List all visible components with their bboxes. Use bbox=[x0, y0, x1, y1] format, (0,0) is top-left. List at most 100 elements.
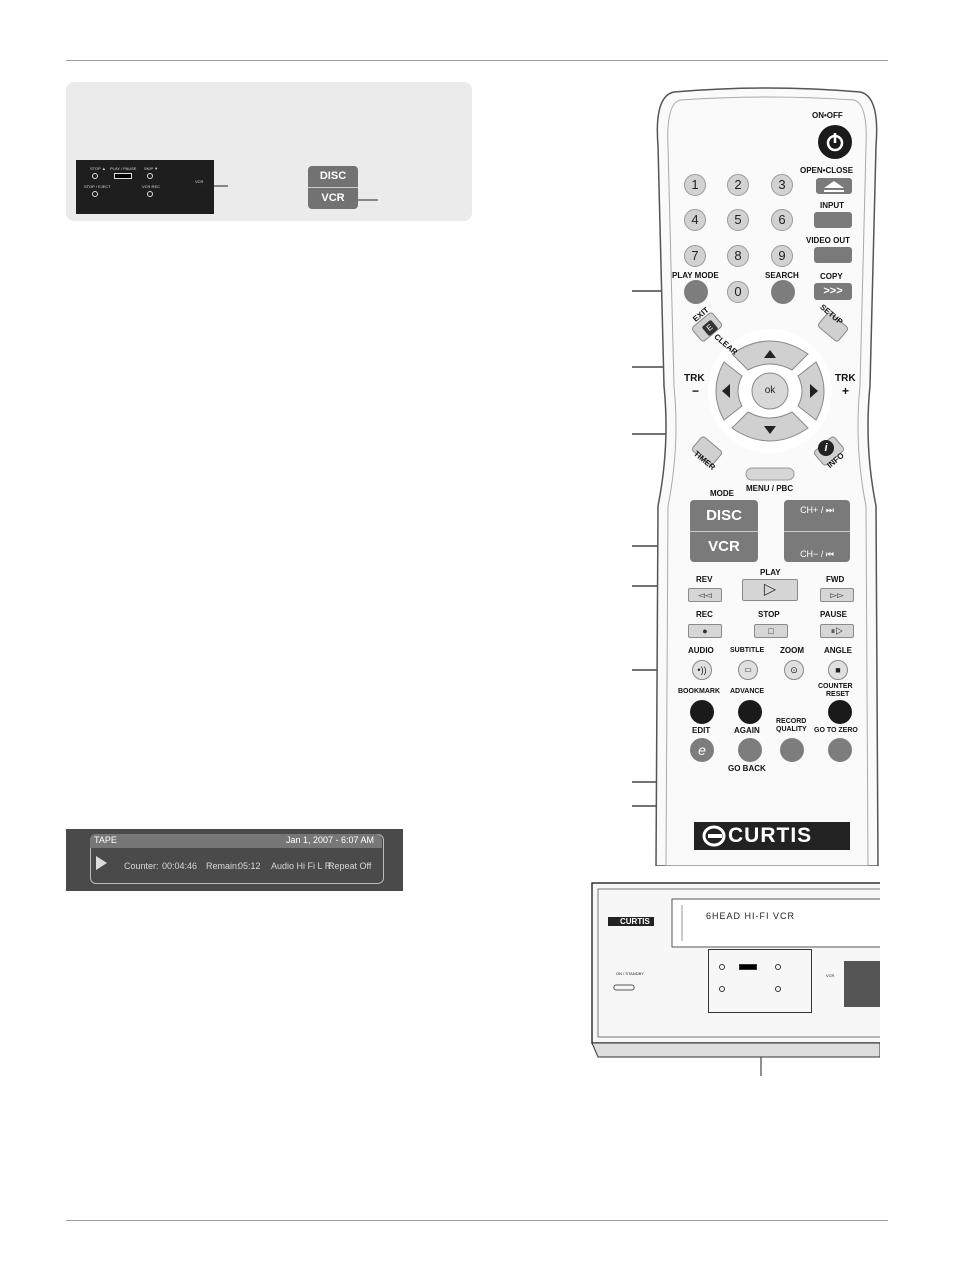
go-to-zero-button[interactable] bbox=[828, 738, 852, 762]
video-out-button[interactable] bbox=[814, 247, 852, 263]
vcr-stop-button[interactable] bbox=[719, 964, 725, 970]
search-label: SEARCH bbox=[765, 271, 799, 280]
again-button[interactable] bbox=[738, 738, 762, 762]
angle-button[interactable]: ■ bbox=[828, 660, 848, 680]
vcr-label: VCR bbox=[321, 192, 345, 204]
input-button[interactable] bbox=[814, 212, 852, 228]
osd-counter-label: Counter: bbox=[124, 861, 159, 871]
bookmark-label: BOOKMARK bbox=[678, 688, 720, 695]
menu-pbc-label: MENU / PBC bbox=[746, 484, 794, 493]
audio-icon: •)) bbox=[697, 665, 707, 675]
edit-label: EDIT bbox=[692, 726, 711, 735]
mini-stop-label: STOP ▲ bbox=[90, 166, 106, 171]
counter-reset-button[interactable] bbox=[828, 700, 852, 724]
vcr-eject-button[interactable] bbox=[719, 986, 725, 992]
subtitle-button[interactable]: ▭ bbox=[738, 660, 758, 680]
disc-vcr-mode-button[interactable]: DISC VCR bbox=[690, 500, 758, 562]
play-label: PLAY bbox=[760, 568, 781, 577]
key-5[interactable]: 5 bbox=[727, 209, 749, 231]
vcr-tape-door-label: 6HEAD HI-FI VCR bbox=[706, 911, 796, 921]
counter-reset-label-line2: RESET bbox=[826, 691, 850, 698]
mode-vcr-label: VCR bbox=[708, 538, 740, 555]
vcr-front-panel: CURTIS 6HEAD HI-FI VCR ON / STANDBY VCR bbox=[590, 881, 880, 1081]
open-close-button[interactable] bbox=[816, 178, 852, 194]
subtitle-label: SUBTITLE bbox=[730, 647, 765, 654]
mini-rec-label: VCR REC bbox=[142, 184, 161, 189]
trk-plus-label: + bbox=[842, 384, 850, 398]
rec-label: REC bbox=[696, 610, 713, 619]
search-button[interactable] bbox=[771, 280, 795, 304]
mode-disc-label: DISC bbox=[706, 507, 742, 524]
bottom-rule bbox=[66, 1220, 888, 1221]
vcr-play-pause-button[interactable] bbox=[739, 964, 757, 970]
fwd-label: FWD bbox=[826, 575, 845, 584]
osd-header bbox=[90, 834, 382, 848]
vcr-control-cluster bbox=[708, 949, 812, 1013]
mode-label: MODE bbox=[710, 489, 734, 498]
channel-button[interactable]: CH+ / ⏭ CH− / ⏮ bbox=[784, 500, 850, 562]
advance-label: ADVANCE bbox=[730, 688, 765, 695]
zoom-label: ZOOM bbox=[780, 646, 804, 655]
bookmark-button[interactable] bbox=[690, 700, 714, 724]
right-button[interactable] bbox=[802, 372, 832, 410]
top-rule bbox=[66, 60, 888, 61]
rec-button[interactable]: ● bbox=[688, 624, 722, 638]
disc-label: DISC bbox=[319, 170, 347, 182]
audio-label: AUDIO bbox=[688, 646, 714, 655]
key-7[interactable]: 7 bbox=[684, 245, 706, 267]
angle-label: ANGLE bbox=[824, 646, 852, 655]
key-8[interactable]: 8 bbox=[727, 245, 749, 267]
osd-play-icon bbox=[96, 856, 107, 870]
fwd-button[interactable]: ▻▻ bbox=[820, 588, 854, 602]
key-0[interactable]: 0 bbox=[727, 281, 749, 303]
stop-button[interactable]: □ bbox=[754, 624, 788, 638]
play-mode-button[interactable] bbox=[684, 280, 708, 304]
trk-left-label: TRK bbox=[684, 373, 705, 384]
osd-audio: Audio Hi Fi L R bbox=[271, 861, 332, 871]
mini-skip-button bbox=[147, 173, 153, 179]
key-1[interactable]: 1 bbox=[684, 174, 706, 196]
counter-reset-label-line1: COUNTER bbox=[818, 683, 853, 690]
key-3[interactable]: 3 bbox=[771, 174, 793, 196]
left-button[interactable] bbox=[710, 372, 740, 410]
copy-button[interactable]: >>> bbox=[814, 283, 852, 300]
camera-icon: ■ bbox=[835, 665, 841, 675]
power-button[interactable] bbox=[818, 125, 852, 159]
down-button[interactable] bbox=[748, 416, 792, 438]
rev-button[interactable]: ◅◅ bbox=[688, 588, 722, 602]
mini-play-button bbox=[114, 173, 132, 179]
mini-eject-label: STOP / EJECT bbox=[84, 184, 111, 189]
pause-button[interactable]: ⏸▷ bbox=[820, 624, 854, 638]
info-button[interactable]: i bbox=[818, 440, 834, 456]
disc-vcr-button-illustration: DISC VCR bbox=[308, 166, 358, 209]
play-mode-label: PLAY MODE bbox=[672, 271, 719, 280]
stop-label: STOP bbox=[758, 610, 780, 619]
key-4[interactable]: 4 bbox=[684, 209, 706, 231]
zoom-button[interactable]: ⊙ bbox=[784, 660, 804, 680]
record-quality-label-line2: QUALITY bbox=[776, 726, 807, 733]
up-button[interactable] bbox=[748, 346, 792, 368]
osd-counter-value: 00:04:46 bbox=[162, 861, 198, 871]
audio-button[interactable]: •)) bbox=[692, 660, 712, 680]
vcr-skip-button[interactable] bbox=[775, 964, 781, 970]
advance-button[interactable] bbox=[738, 700, 762, 724]
zoom-icon: ⊙ bbox=[790, 665, 798, 675]
record-quality-button[interactable] bbox=[780, 738, 804, 762]
osd-repeat: Repeat Off bbox=[328, 861, 372, 871]
ok-button[interactable]: ok bbox=[764, 385, 776, 396]
again-label: AGAIN bbox=[734, 726, 760, 735]
front-panel-thumbnail: STOP ▲ PLAY / PAUSE SKIP ▼ STOP / EJECT … bbox=[76, 160, 214, 214]
key-2[interactable]: 2 bbox=[727, 174, 749, 196]
on-off-label: ON•OFF bbox=[812, 111, 843, 120]
key-6[interactable]: 6 bbox=[771, 209, 793, 231]
power-icon bbox=[826, 133, 844, 152]
vcr-rec-button[interactable] bbox=[775, 986, 781, 992]
edit-button[interactable]: e bbox=[690, 738, 714, 762]
play-button[interactable]: ▷ bbox=[742, 579, 798, 601]
mini-skip-label: SKIP ▼ bbox=[144, 166, 159, 171]
vcr-indicator-label: VCR bbox=[826, 973, 835, 978]
eject-icon bbox=[824, 181, 844, 192]
key-9[interactable]: 9 bbox=[771, 245, 793, 267]
video-out-label: VIDEO OUT bbox=[806, 236, 851, 245]
remote-brand-logo: CURTIS bbox=[728, 824, 813, 847]
